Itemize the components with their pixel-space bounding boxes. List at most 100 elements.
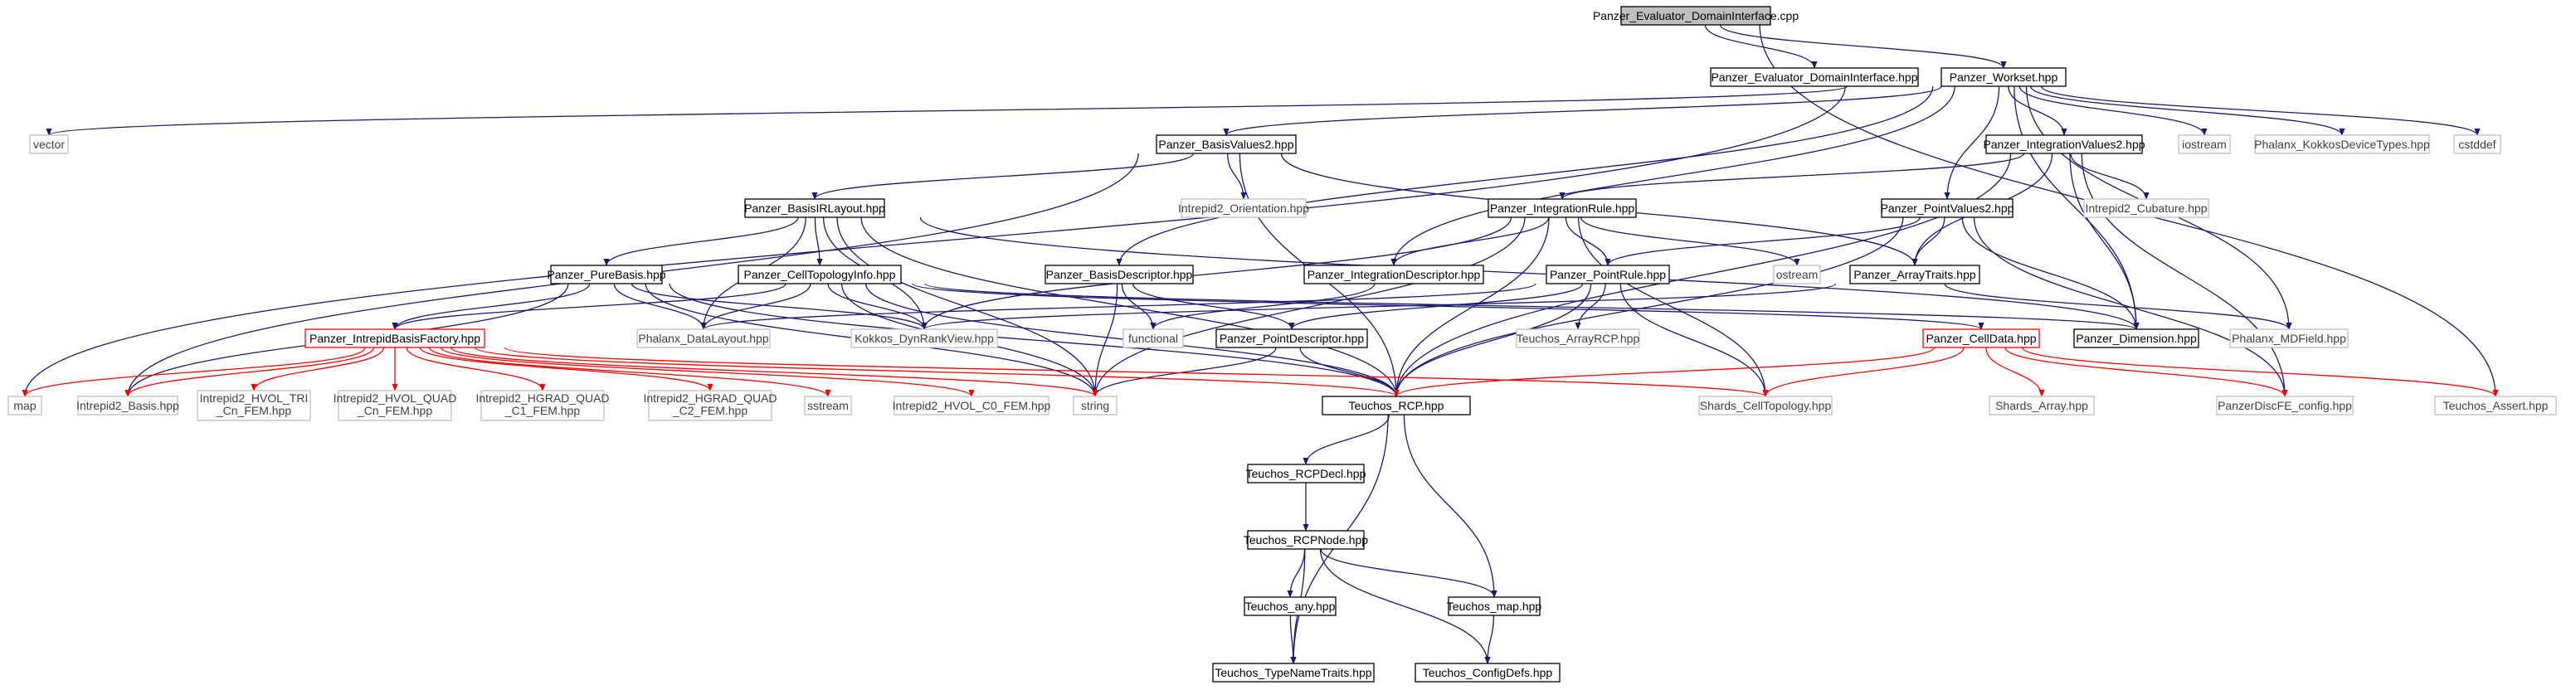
node-tcd[interactable]: Teuchos_ConfigDefs.hpp: [1415, 663, 1561, 683]
nodes-layer: Panzer_Evaluator_DomainInterface.cppPanz…: [7, 6, 2557, 683]
node-box-birl: [744, 198, 885, 218]
node-ttnt[interactable]: Teuchos_TypeNameTraits.hpp: [1212, 663, 1375, 683]
node-vector: vector: [29, 134, 69, 154]
node-birl[interactable]: Panzer_BasisIRLayout.hpp: [744, 198, 885, 218]
node-label-tcd: Teuchos_ConfigDefs.hpp: [1423, 666, 1553, 679]
node-trcpdecl[interactable]: Teuchos_RCPDecl.hpp: [1246, 464, 1366, 483]
edge-pv2-to-prule: [1605, 216, 1921, 266]
node-tmap[interactable]: Teuchos_map.hpp: [1447, 596, 1542, 616]
node-box-hvolc0: [894, 396, 1049, 415]
node-trcp[interactable]: Teuchos_RCP.hpp: [1322, 396, 1471, 415]
node-box-tarcp: [1516, 328, 1640, 348]
node-iostream: iostream: [2178, 134, 2231, 154]
edge-celldata-to-sct: [1762, 347, 1965, 397]
node-label-pdfe: PanzerDiscFE_config.hpp: [2218, 399, 2352, 412]
node-label-pdim: Panzer_Dimension.hpp: [2076, 332, 2197, 345]
node-label-idesc: Panzer_IntegrationDescriptor.hpp: [1307, 268, 1481, 281]
node-label-pv2: Panzer_PointValues2.hpp: [1881, 202, 2014, 215]
node-box-sct: [1698, 396, 1833, 415]
node-label-prule: Panzer_PointRule.hpp: [1550, 268, 1666, 281]
node-box-tcd: [1415, 663, 1561, 683]
node-label-hgradc2-line-1: Intrepid2_HGRAD_QUAD: [643, 391, 777, 405]
edge-pbasis-to-trcp: [669, 283, 1400, 397]
node-box-hgradc2: [648, 390, 772, 421]
node-root[interactable]: Panzer_Evaluator_DomainInterface.cpp: [1593, 6, 1799, 26]
node-ws[interactable]: Panzer_Workset.hpp: [1941, 67, 2067, 87]
edge-ibf-to-map: [22, 347, 366, 397]
edge-trcp-to-trcpdecl: [1303, 414, 1390, 465]
node-kdrv: Kokkos_DynRankView.hpp: [850, 328, 998, 348]
node-celldata[interactable]: Panzer_CellData.hpp: [1922, 328, 2040, 348]
node-tarcp: Teuchos_ArrayRCP.hpp: [1516, 328, 1640, 348]
node-label-tany: Teuchos_any.hpp: [1245, 600, 1336, 613]
node-label-trcp: Teuchos_RCP.hpp: [1349, 399, 1444, 412]
node-pv2[interactable]: Panzer_PointValues2.hpp: [1881, 198, 2014, 218]
edge-trcpnode-to-tmap: [1320, 548, 1497, 598]
edge-irule-to-ostream: [1580, 216, 1800, 266]
node-box-ws: [1941, 67, 2067, 87]
node-ctinfo[interactable]: Panzer_CellTopologyInfo.hpp: [738, 265, 902, 284]
edge-birl-to-pdim: [919, 216, 2140, 330]
node-sarray: Shards_Array.hpp: [1989, 396, 2095, 415]
node-pdim[interactable]: Panzer_Dimension.hpp: [2073, 328, 2199, 348]
edge-pdescr-to-string: [1092, 347, 1277, 397]
node-label-hvolquad-line-2: _Cn_FEM.hpp: [357, 404, 432, 417]
edge-ibf-to-sstream: [429, 347, 831, 397]
edge-irule-to-prule: [1565, 216, 1611, 266]
edge-pdescr-to-trcp: [1299, 347, 1400, 397]
node-box-cstddef: [2453, 134, 2501, 154]
node-prule[interactable]: Panzer_PointRule.hpp: [1546, 265, 1670, 284]
edge-irule-to-kdrv: [921, 216, 1512, 330]
node-box-string: [1073, 396, 1118, 415]
node-atraits[interactable]: Panzer_ArrayTraits.hpp: [1849, 265, 1980, 284]
edge-birl-to-string: [836, 216, 1098, 397]
edge-ctinfo-to-celldata: [912, 283, 1984, 330]
node-bdesc[interactable]: Panzer_BasisDescriptor.hpp: [1045, 265, 1194, 284]
node-box-ibf: [304, 328, 485, 348]
edge-tmap-to-tcd: [1484, 615, 1495, 664]
node-idesc[interactable]: Panzer_IntegrationDescriptor.hpp: [1303, 265, 1484, 284]
node-pdescr[interactable]: Panzer_PointDescriptor.hpp: [1215, 328, 1368, 348]
node-ib: Intrepid2_Basis.hpp: [76, 396, 179, 415]
node-hvoltri: Intrepid2_HVOL_TRI_Cn_FEM.hpp: [197, 390, 311, 421]
node-label-hgradc1-line-2: _C1_FEM.hpp: [504, 404, 580, 417]
node-irule[interactable]: Panzer_IntegrationRule.hpp: [1488, 198, 1637, 218]
node-iv2[interactable]: Panzer_IntegrationValues2.hpp: [1983, 134, 2145, 154]
node-pbasis[interactable]: Panzer_PureBasis.hpp: [547, 265, 666, 284]
node-pmdf: Phalanx_MDField.hpp: [2229, 328, 2349, 348]
node-edi[interactable]: Panzer_Evaluator_DomainInterface.hpp: [1710, 67, 1919, 87]
node-hgradc2: Intrepid2_HGRAD_QUAD_C2_FEM.hpp: [643, 390, 777, 421]
edge-trcp-to-tmap: [1403, 414, 1497, 598]
node-box-bv2: [1156, 134, 1297, 154]
node-tany[interactable]: Teuchos_any.hpp: [1244, 596, 1337, 616]
edge-pv2-to-trcp: [1393, 216, 1904, 397]
edge-root-to-ws: [1720, 24, 2007, 69]
node-iorient: Intrepid2_Orientation.hpp: [1178, 198, 1309, 218]
node-sstream: sstream: [804, 396, 852, 415]
node-box-hvoltri: [197, 390, 311, 421]
edge-bdesc-to-pdescr: [1132, 283, 1295, 330]
node-box-iorient: [1181, 198, 1307, 218]
node-label-birl: Panzer_BasisIRLayout.hpp: [744, 202, 885, 215]
node-functional: functional: [1122, 328, 1184, 348]
node-label-hvoltri-line-2: _Cn_FEM.hpp: [216, 404, 291, 417]
edge-atraits-to-kdrv: [921, 283, 1837, 330]
node-box-hgradc1: [480, 390, 605, 421]
edge-bdesc-to-string: [1092, 283, 1118, 397]
node-bv2[interactable]: Panzer_BasisValues2.hpp: [1156, 134, 1297, 154]
node-label-irule: Panzer_IntegrationRule.hpp: [1490, 202, 1635, 215]
node-string: string: [1073, 396, 1118, 415]
node-trcpnode[interactable]: Teuchos_RCPNode.hpp: [1244, 530, 1368, 550]
node-box-kdrv: [850, 328, 998, 348]
edge-ws-to-pv2: [1944, 85, 2000, 200]
edge-ctinfo-to-pdim: [924, 283, 2140, 330]
edge-ws-to-pdim: [2014, 85, 2140, 330]
edge-celldata-to-trcp: [1393, 347, 1936, 397]
edge-trcpnode-to-tcd: [1319, 548, 1491, 664]
node-tassert: Teuchos_Assert.hpp: [2434, 396, 2557, 415]
edge-iv2-to-icub: [2070, 153, 2150, 200]
node-ibf[interactable]: Panzer_IntrepidBasisFactory.hpp: [304, 328, 485, 348]
node-label-sstream: sstream: [807, 399, 849, 412]
edge-celldata-to-pdfe: [2004, 347, 2288, 397]
